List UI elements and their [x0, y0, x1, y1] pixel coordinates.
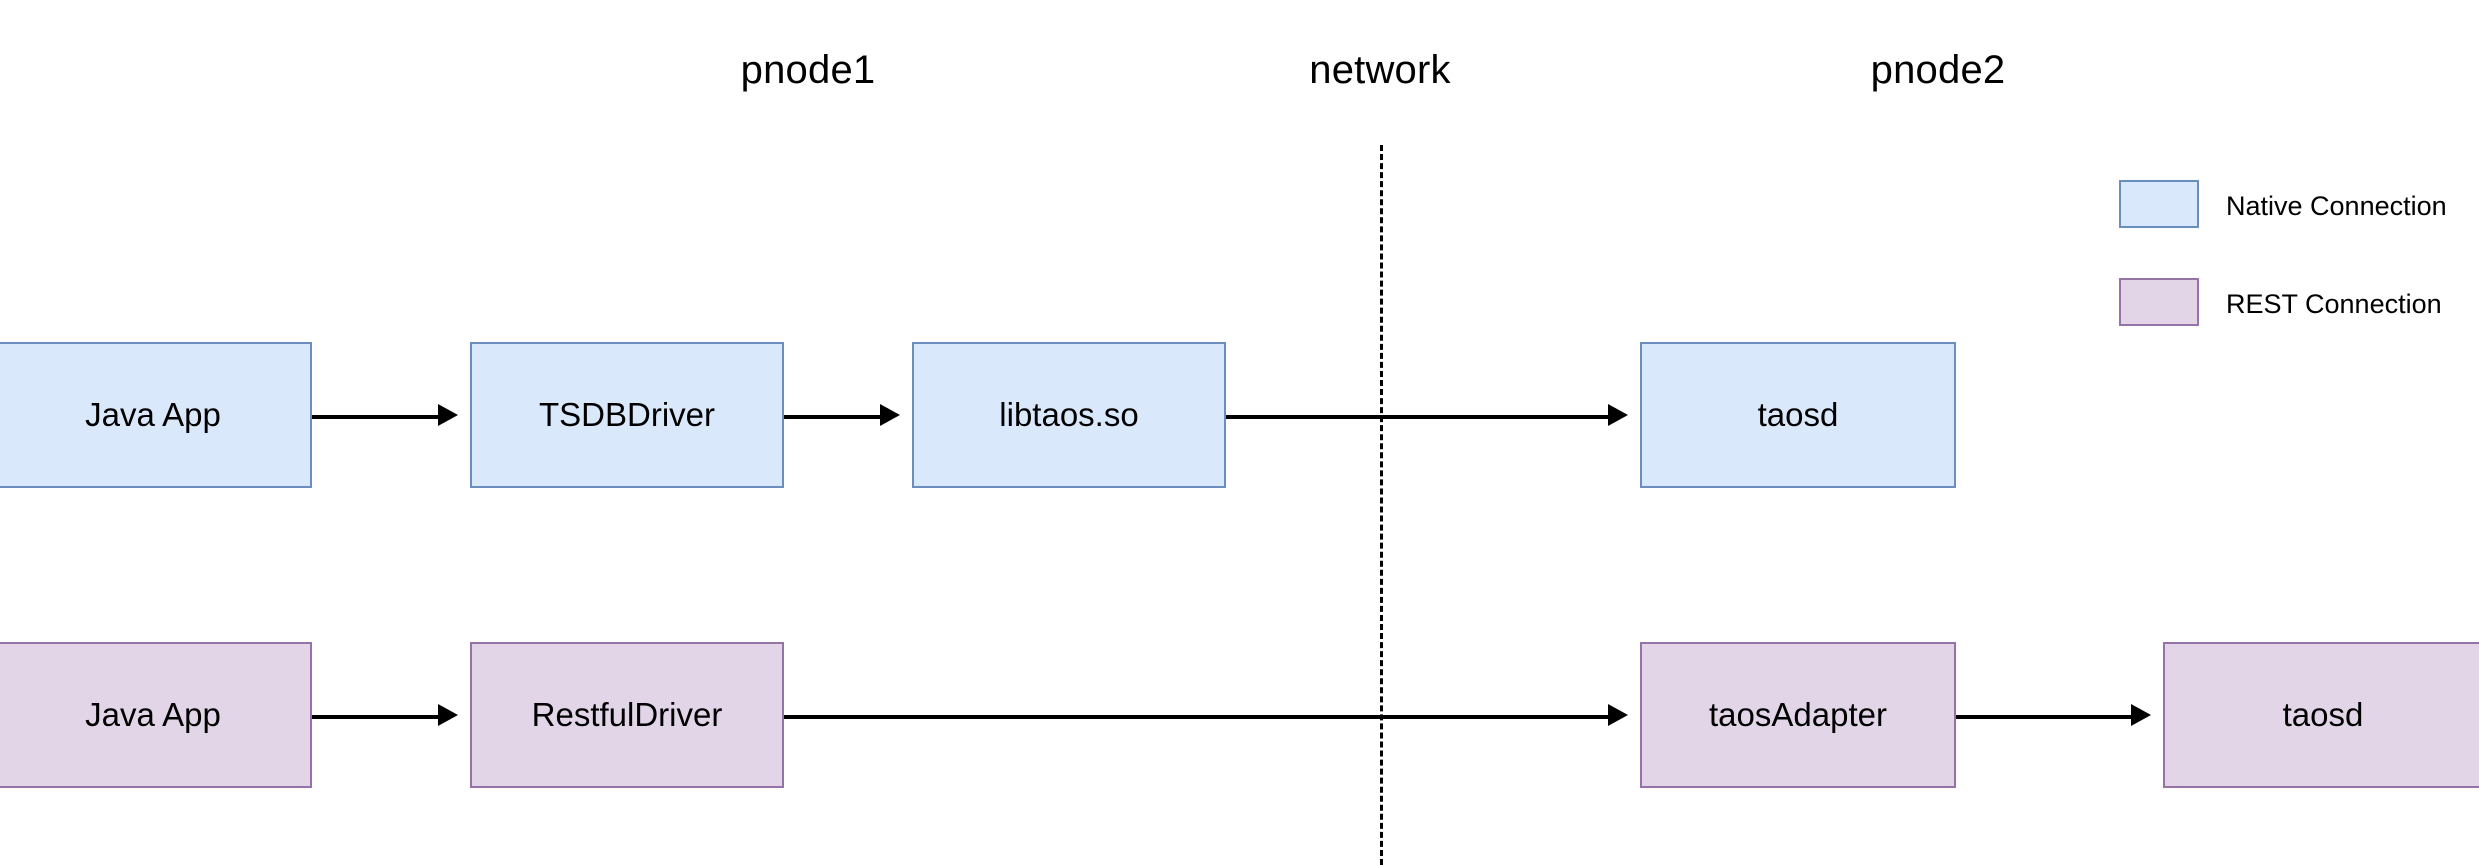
- legend-label-native-connection: Native Connection: [2226, 191, 2447, 221]
- arrowhead-javaapp-to-tsdbdriver: [438, 404, 458, 426]
- node-taosadapter[interactable]: taosAdapter: [1640, 642, 1956, 788]
- arrowhead-libtaos-to-taosd: [1608, 404, 1628, 426]
- edge-restfuldriver-to-taosadapter: [784, 715, 1608, 719]
- node-restfuldriver[interactable]: RestfulDriver: [470, 642, 784, 788]
- legend-swatch-rest-connection: [2119, 278, 2199, 326]
- node-tsdbdriver[interactable]: TSDBDriver: [470, 342, 784, 488]
- edge-tsdbdriver-to-libtaos: [784, 415, 880, 419]
- edge-libtaos-to-taosd: [1226, 415, 1608, 419]
- node-taosd-native[interactable]: taosd: [1640, 342, 1956, 488]
- node-java-app-native[interactable]: Java App: [0, 342, 312, 488]
- legend-swatch-native-connection: [2119, 180, 2199, 228]
- arrowhead-taosadapter-to-taosd: [2131, 704, 2151, 726]
- zone-label-pnode2: pnode2: [1870, 48, 2006, 92]
- node-java-app-rest[interactable]: Java App: [0, 642, 312, 788]
- zone-label-pnode1: pnode1: [740, 48, 876, 92]
- arrowhead-restfuldriver-to-taosadapter: [1608, 704, 1628, 726]
- legend-label-rest-connection: REST Connection: [2226, 289, 2442, 319]
- arrowhead-tsdbdriver-to-libtaos: [880, 404, 900, 426]
- arrowhead-javaapp-to-restfuldriver: [438, 704, 458, 726]
- node-libtaos-so[interactable]: libtaos.so: [912, 342, 1226, 488]
- edge-javaapp-to-restfuldriver: [312, 715, 438, 719]
- edge-javaapp-to-tsdbdriver: [312, 415, 438, 419]
- edge-taosadapter-to-taosd: [1956, 715, 2131, 719]
- zone-label-network: network: [1309, 48, 1451, 92]
- network-divider-line: [1380, 145, 1383, 865]
- node-taosd-rest[interactable]: taosd: [2163, 642, 2479, 788]
